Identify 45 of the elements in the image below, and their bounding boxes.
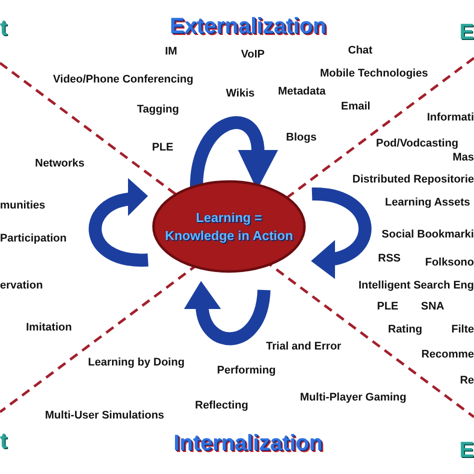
term-label: Blogs (286, 132, 317, 144)
term-label: munities (0, 200, 46, 212)
corner-label: t (0, 429, 8, 453)
corner-label: E (459, 20, 474, 44)
term-label: Trial and Error (266, 340, 342, 354)
quadrant-title: Externalization (170, 14, 326, 38)
term-label: SNA (421, 300, 444, 314)
term-label: RSS (378, 252, 401, 266)
term-label: Chat (348, 44, 372, 58)
ellipse-label: Learning = Knowledge in Action (164, 208, 294, 244)
term-label: Learning by Doing (88, 356, 185, 370)
term-label: Metadata (278, 86, 326, 98)
term-label: Filte (451, 324, 474, 336)
term-label: Folksono (425, 256, 474, 270)
term-label: Email (341, 100, 370, 114)
corner-label: t (0, 16, 8, 40)
term-label: Imitation (26, 322, 72, 334)
term-label: Distributed Repositorie (352, 174, 474, 186)
term-label: Recomme (421, 348, 474, 362)
term-label: PLE (152, 142, 174, 154)
quadrant-title: Internalization (173, 431, 323, 455)
term-label: Participation (0, 232, 67, 246)
term-label: Pod/Vodcasting (376, 138, 458, 150)
term-label: Rating (388, 324, 422, 336)
term-label: ervation (0, 280, 43, 292)
center-ellipse (152, 180, 306, 273)
term-label: Re (460, 374, 474, 388)
term-label: VoIP (241, 48, 265, 62)
corner-label: E (459, 438, 474, 462)
term-label: Intelligent Search Eng (358, 280, 474, 292)
term-label: Networks (35, 158, 85, 170)
term-label: Reflecting (195, 400, 248, 412)
term-label: Multi-User Simulations (45, 410, 164, 422)
term-label: Informati (426, 112, 474, 124)
term-label: Wikis (226, 88, 255, 100)
term-label: Performing (217, 364, 276, 378)
term-label: Tagging (137, 104, 179, 116)
term-label: Mobile Technologies (320, 68, 428, 80)
term-label: PLE (377, 300, 398, 314)
term-label: IM (165, 46, 178, 58)
term-label: Mas (452, 152, 474, 164)
term-label: Learning Assets (385, 196, 470, 210)
term-label: Video/Phone Conferencing (53, 74, 194, 86)
term-label: Multi-Player Gaming (300, 392, 406, 404)
term-label: Social Bookmarki (382, 228, 474, 242)
